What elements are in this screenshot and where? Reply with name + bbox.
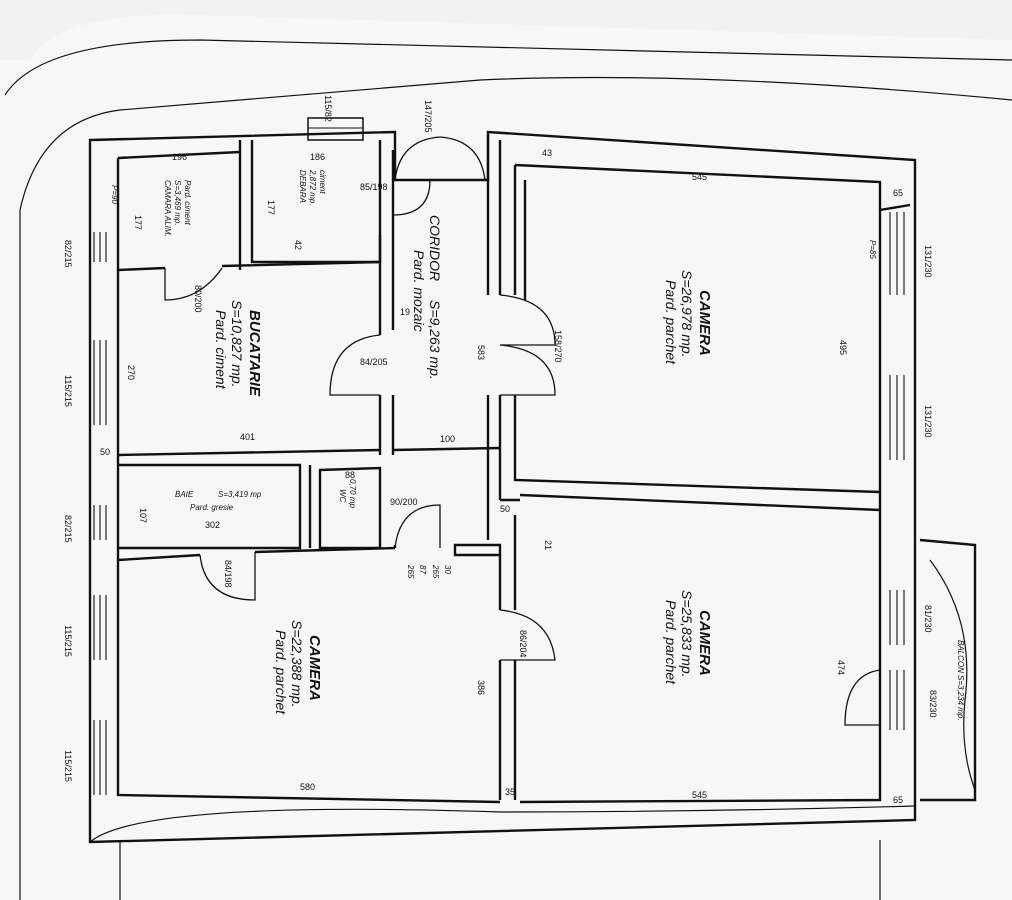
door-label: 158/270 [553, 330, 563, 363]
dim-top-camera-width: 545 [692, 172, 707, 182]
dim-wall-50-left: 50 [100, 447, 110, 457]
room-bucatarie: BUCATARIE S=10,827 mp. Pard. ciment [213, 300, 263, 397]
window-label: 82/215 [63, 240, 73, 268]
dim-wall-65-bot: 65 [893, 795, 903, 805]
dim-br-camera-height: 474 [836, 660, 846, 675]
door-label: 84/198 [223, 560, 233, 588]
room-area: 2,872 mp. [308, 169, 317, 206]
dim-wall-100: 100 [440, 434, 455, 444]
dim-camara-width: 196 [172, 152, 187, 162]
door-label: 90/200 [390, 497, 418, 507]
door-label: 84/205 [360, 357, 388, 367]
dim-bucatarie-width: 401 [240, 432, 255, 442]
room-floor: Pard. parchet [273, 630, 289, 715]
room-name: BAIE [175, 490, 194, 499]
doors [164, 136, 881, 726]
room-baie: BAIE S=3,419 mp Pard. gresie [175, 490, 262, 512]
dim-bucatarie-height: 270 [126, 365, 136, 380]
dim-tr-camera-height: 495 [838, 340, 848, 355]
room-floor: Pard. parchet [663, 600, 679, 685]
dim-baie-height: 107 [138, 508, 148, 523]
dim-wall-42: 42 [293, 240, 303, 250]
window-label: 131/230 [923, 245, 933, 278]
room-floor: Pard. parchet [663, 280, 679, 365]
dimensions: 545 545 580 401 302 196 186 177 177 270 … [100, 148, 903, 805]
room-area: S=22,388 mp. [289, 620, 305, 708]
dim-bottom-camera-width: 545 [692, 790, 707, 800]
room-area: S=3,234 mp. [956, 675, 965, 721]
dim-wall-88: 88 [345, 470, 355, 480]
dim-wall-19: 19 [400, 307, 410, 317]
door-label: 86/204 [518, 630, 528, 658]
room-debara: DEBARA 2,872 mp. ciment [298, 169, 327, 206]
door-label: 85/198 [360, 182, 388, 192]
room-camera-bottom-left: CAMERA S=22,388 mp. Pard. parchet [273, 620, 323, 715]
small-size: 265 [406, 564, 415, 579]
room-balcon: BALCON S=3,234 mp. [956, 640, 965, 721]
dim-wall-43: 43 [542, 148, 552, 158]
room-floor: Pard. ciment [213, 310, 229, 390]
window-labels: 115/82 131/230 131/230 81/230 82/215 115… [63, 95, 933, 782]
windows [93, 117, 905, 795]
room-name: BALCON [956, 640, 965, 673]
room-name: BUCATARIE [246, 310, 263, 397]
dim-wall-50-mid: 50 [500, 504, 510, 514]
dim-debara-height: 177 [266, 200, 276, 215]
window-label: 115/215 [63, 750, 73, 782]
dim-bl-camera-height: 386 [476, 680, 486, 695]
dim-coridor-length: 583 [476, 345, 486, 360]
outer-walls [88, 130, 917, 844]
room-name: CAMERA [696, 610, 713, 676]
room-area: S=26,978 mp. [679, 270, 695, 358]
room-area: S=9,263 mp. [427, 300, 443, 380]
small-size: 265 [431, 564, 440, 579]
dim-wall-21: 21 [543, 540, 553, 550]
small-sizes: 265 87 30 265 [406, 564, 452, 579]
room-area: S=3,469 mp. [173, 180, 182, 226]
room-area: S=3,419 mp [218, 490, 262, 499]
room-coridor: CORIDOR S=9,263 mp. Pard. mozaic [411, 215, 443, 380]
parapet-label: P=90 [110, 185, 119, 204]
parapet-label: P=85 [868, 240, 877, 259]
room-camara: CAMARA ALIM. S=3,469 mp. Pard. ciment [163, 180, 192, 237]
dim-debara-width: 186 [310, 152, 325, 162]
room-area: 0,70 mp [348, 479, 357, 508]
dim-camara-height: 177 [133, 215, 143, 230]
window-label: 131/230 [923, 405, 933, 438]
room-camera-top-right: CAMERA S=26,978 mp. Pard. parchet [663, 270, 713, 365]
room-name: CAMERA [696, 290, 713, 356]
door-label: 83/230 [928, 690, 938, 718]
room-name: CAMARA ALIM. [163, 180, 172, 237]
room-floor: Pard. ciment [183, 180, 192, 226]
dim-wall-65-top: 65 [893, 188, 903, 198]
room-floor: Pard. mozaic [411, 250, 427, 332]
small-size: 30 [443, 565, 452, 574]
room-floor: ciment [318, 170, 327, 194]
room-wc: WC 0,70 mp [338, 479, 357, 508]
window-label: 81/230 [923, 605, 933, 633]
door-label: 147/205 [423, 100, 433, 133]
dim-bl-camera-width: 580 [300, 782, 315, 792]
door-label: 80/200 [193, 285, 203, 313]
dim-wall-35: 35 [505, 787, 515, 797]
window-label: 82/215 [63, 515, 73, 543]
room-area: S=25,833 mp. [679, 590, 695, 678]
dim-baie-width: 302 [205, 520, 220, 530]
room-name: DEBARA [298, 170, 307, 203]
small-size: 87 [418, 565, 427, 574]
room-name: CAMERA [306, 635, 323, 701]
room-name: WC [338, 489, 347, 503]
window-label: 115/215 [63, 375, 73, 407]
door-labels: 147/205 85/198 80/200 84/205 158/270 84/… [193, 100, 938, 718]
interior-walls [117, 135, 977, 802]
room-name: CORIDOR [427, 215, 443, 281]
window-label: 115/82 [323, 95, 333, 122]
room-camera-bottom-right: CAMERA S=25,833 mp. Pard. parchet [663, 590, 713, 685]
room-floor: Pard. gresie [190, 503, 234, 512]
room-area: S=10,827 mp. [229, 300, 245, 388]
window-label: 115/215 [63, 625, 73, 657]
